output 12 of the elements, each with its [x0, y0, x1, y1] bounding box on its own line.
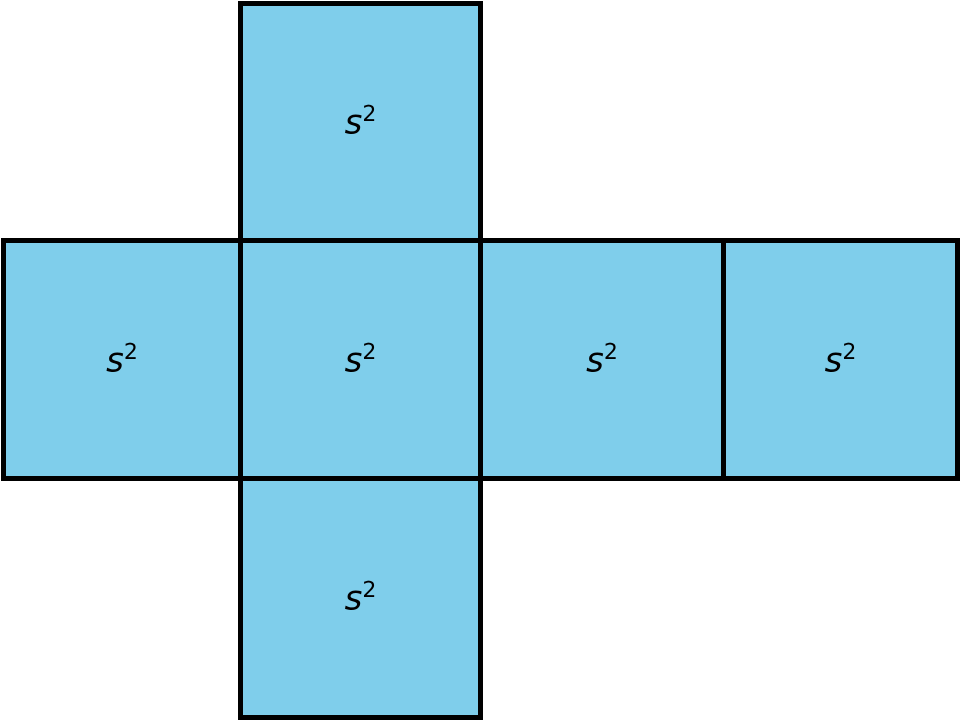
- area-label: s$^{2}$: [344, 104, 376, 140]
- face-square: [238, 481, 483, 720]
- area-label: s$^{2}$: [106, 342, 138, 378]
- face-square: [238, 238, 483, 481]
- area-label: s$^{2}$: [344, 580, 376, 616]
- face-square: [238, 1, 483, 238]
- face-square: [1, 238, 238, 481]
- face-square: [721, 238, 960, 481]
- area-label: s$^{2}$: [586, 342, 618, 378]
- area-label: s$^{2}$: [824, 342, 856, 378]
- area-label: s$^{2}$: [344, 342, 376, 378]
- face-square: [483, 238, 721, 481]
